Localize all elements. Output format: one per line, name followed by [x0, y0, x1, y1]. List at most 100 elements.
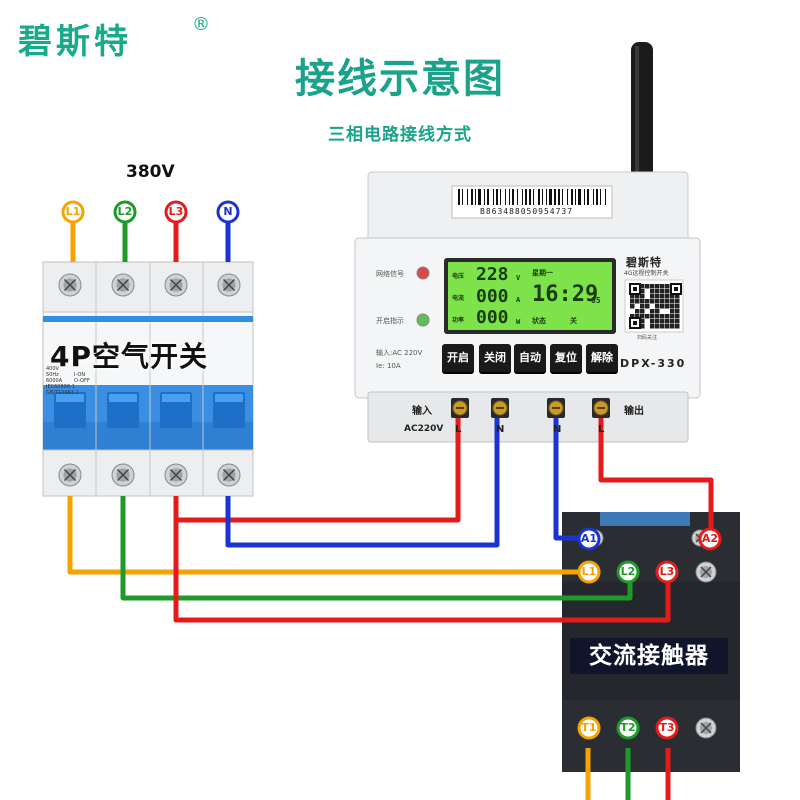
qr-cell	[645, 299, 650, 304]
lcd-status-value: 关	[570, 317, 577, 325]
qr-cell	[665, 319, 670, 324]
device-barcode: B863488050954737	[480, 207, 574, 216]
barcode-bar	[525, 189, 527, 205]
wire-l3-contactor	[173, 496, 671, 623]
barcode-bar	[554, 189, 556, 205]
contactor-bottom-screw	[695, 717, 717, 739]
breaker-top-screw	[111, 273, 135, 297]
registered-mark: ®	[192, 14, 210, 35]
breaker-lever-highlight	[56, 394, 84, 402]
contactor-out-t3-label: T3	[659, 721, 675, 734]
on-indicator-label: 开启指示	[376, 317, 404, 325]
breaker-spec-line: IEC60898-1	[46, 384, 76, 390]
barcode-bar	[493, 189, 494, 205]
qr-finder-center	[633, 321, 637, 325]
breaker-bottom-screw	[111, 463, 135, 487]
qr-cell	[630, 294, 635, 299]
barcode-bar	[571, 189, 573, 205]
barcode-bar	[578, 189, 581, 205]
open-button[interactable]: 开启	[442, 344, 474, 372]
qr-cell	[670, 324, 675, 329]
qr-cell	[655, 299, 660, 304]
wire-l2-contactor	[120, 496, 633, 601]
qr-cell	[655, 314, 660, 319]
terminal-label-in-n: N	[496, 424, 505, 435]
qr-cell	[655, 324, 660, 329]
qr-cell	[655, 289, 660, 294]
qr-cell	[675, 324, 680, 329]
qr-cell	[655, 294, 660, 299]
lcd-voltage-value: 228	[476, 264, 509, 285]
qr-cell	[660, 284, 665, 289]
qr-cell	[635, 309, 640, 314]
release-button[interactable]: 解除	[586, 344, 618, 372]
barcode-bar	[558, 189, 560, 205]
qr-cell	[675, 309, 680, 314]
auto-button[interactable]: 自动	[514, 344, 546, 372]
page-title: 接线示意图	[295, 56, 505, 102]
breaker-bottom-screw	[58, 463, 82, 487]
wire-device-out-n-a1	[553, 418, 580, 541]
qr-cell	[640, 294, 645, 299]
qr-cell	[640, 309, 645, 314]
contactor-input-circle	[655, 560, 679, 584]
contactor-out-t1-label: T1	[581, 721, 597, 734]
lcd-status-label: 状态	[532, 317, 546, 325]
qr-cell	[675, 294, 680, 299]
qr-cell	[675, 304, 680, 309]
barcode-bar	[462, 189, 463, 205]
contactor-top-screw	[695, 561, 717, 583]
barcode-bar	[533, 189, 534, 205]
contactor-label: 交流接触器	[570, 638, 728, 674]
breaker-bottom-screw	[164, 463, 188, 487]
lcd-seconds: 05	[591, 296, 601, 305]
barcode-bar	[542, 189, 543, 205]
qr-cell	[640, 319, 645, 324]
reset-button[interactable]: 复位	[550, 344, 582, 372]
qr-cell	[635, 314, 640, 319]
qr-cell	[670, 299, 675, 304]
breaker-spec-line: 50Hz	[46, 372, 59, 378]
qr-cell	[655, 304, 660, 309]
qr-cell	[645, 284, 650, 289]
output-label: 输出	[624, 406, 644, 417]
qr-cell	[635, 299, 640, 304]
device-model: DPX-330	[620, 357, 687, 370]
breaker-spec-line: 6000A	[46, 378, 63, 384]
supply-voltage: 380V	[126, 162, 175, 182]
contactor-output-circle	[655, 716, 679, 740]
barcode-bar	[517, 189, 518, 205]
breaker-on-off: I-ON O-OFF	[74, 372, 90, 384]
phase-terminal-circle	[61, 200, 85, 224]
barcode-bar	[505, 189, 506, 205]
qr-cell	[670, 304, 675, 309]
barcode-bar	[593, 189, 594, 205]
phase-terminal-circle	[164, 200, 188, 224]
contactor-output-circle	[616, 716, 640, 740]
lcd-power-unit: W	[516, 318, 521, 326]
lcd-weekday: 星期一	[532, 269, 553, 277]
coil-a2-label: A2	[701, 532, 719, 545]
barcode-bar	[587, 189, 589, 205]
breaker-top-screw	[58, 273, 82, 297]
qr-cell	[640, 324, 645, 329]
breaker-lever-highlight	[162, 394, 190, 402]
qr-cell	[640, 284, 645, 289]
qr-cell	[665, 324, 670, 329]
close-button[interactable]: 关闭	[479, 344, 511, 372]
barcode-bar	[458, 189, 460, 205]
qr-cell	[650, 314, 655, 319]
phase-n-label: N	[223, 205, 233, 218]
qr-cell	[650, 289, 655, 294]
breaker-on-text: I-ON	[74, 372, 86, 378]
qr-cell	[645, 314, 650, 319]
barcode-bar	[471, 189, 473, 205]
phase-l2-label: L2	[117, 205, 133, 218]
coil-a1-circle	[577, 527, 601, 551]
breaker-top-screw	[164, 273, 188, 297]
breaker-lever-highlight	[215, 394, 243, 402]
qr-cell	[655, 319, 660, 324]
contactor-input-circle	[616, 560, 640, 584]
